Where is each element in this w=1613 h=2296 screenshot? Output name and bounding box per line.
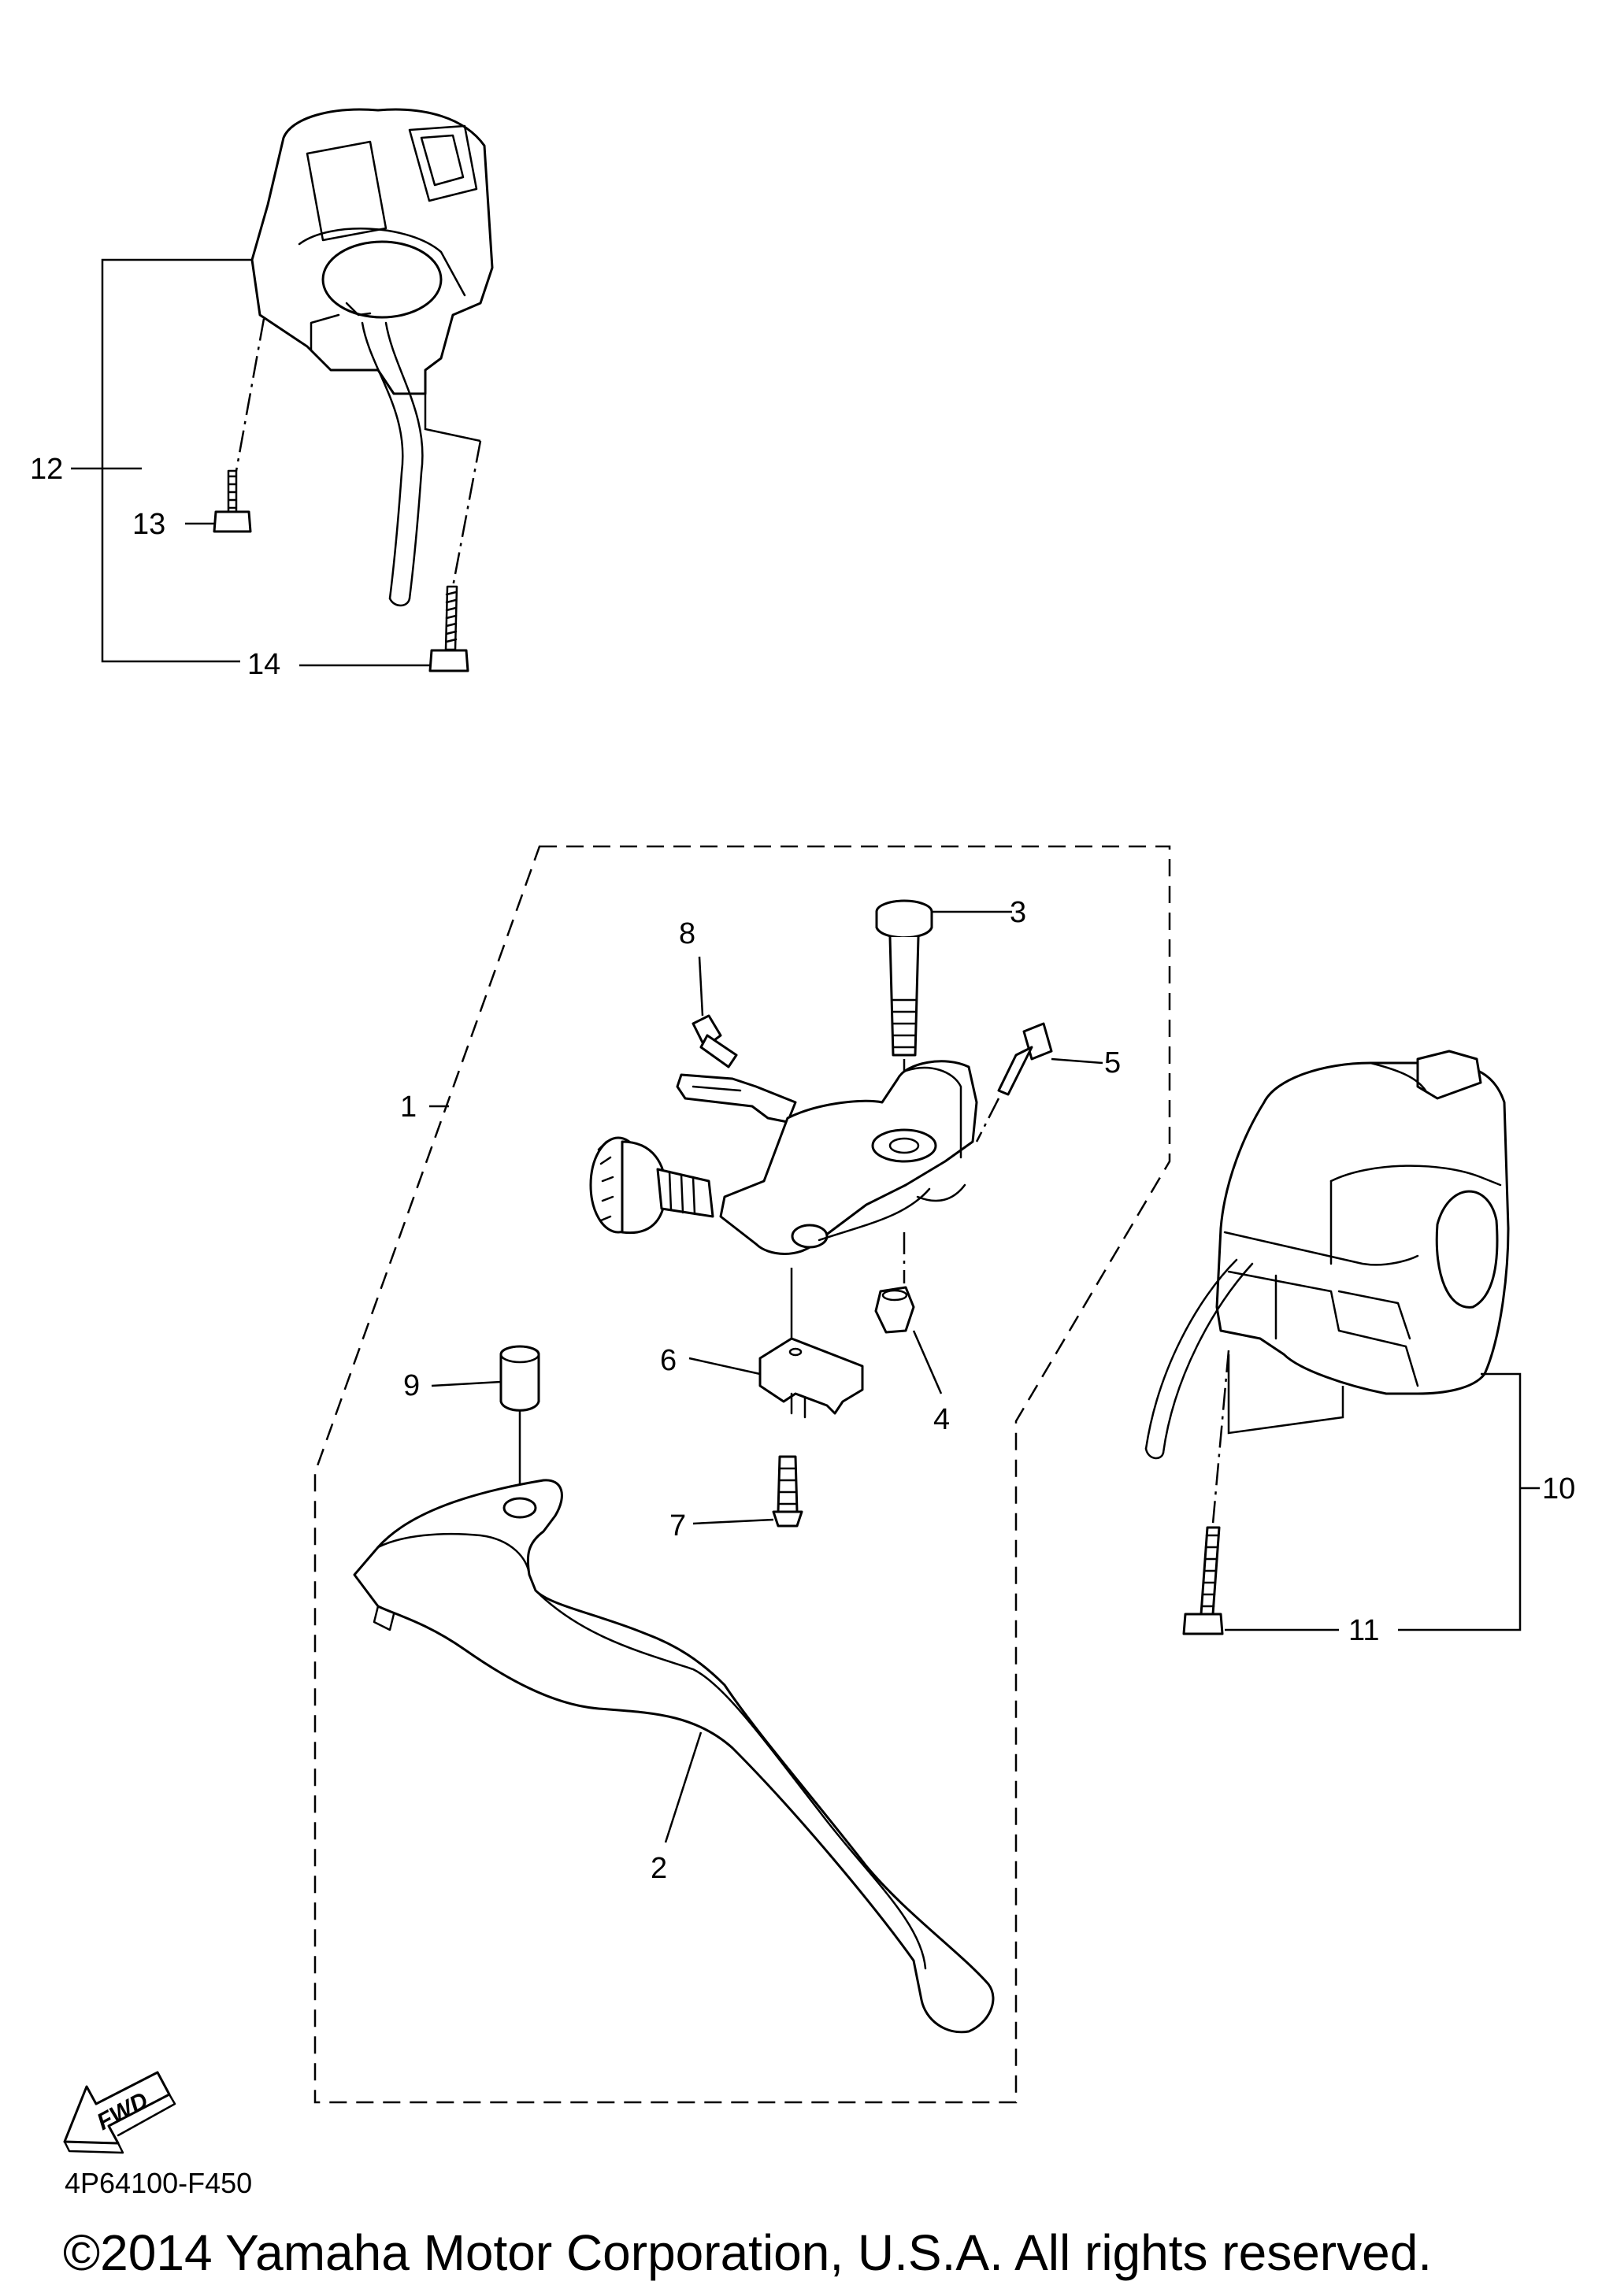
callout-10: 10 xyxy=(1542,1472,1575,1505)
left-handlebar-switch xyxy=(213,108,494,672)
fwd-arrow-icon: FWD xyxy=(63,2071,176,2154)
callout-6: 6 xyxy=(660,1344,677,1377)
assembly-boundary-1 xyxy=(313,845,1171,2104)
callout-bracket-12: 12 13 14 xyxy=(30,258,430,681)
copyright-notice: ©2014 Yamaha Motor Corporation, U.S.A. A… xyxy=(63,2224,1433,2281)
lever-holder xyxy=(589,1060,978,1255)
callout-1: 1 xyxy=(400,1091,417,1124)
callout-14: 14 xyxy=(247,648,280,681)
callout-4: 4 xyxy=(933,1403,950,1436)
callout-7: 7 xyxy=(669,1509,686,1542)
callout-8: 8 xyxy=(679,917,695,950)
callout-3: 3 xyxy=(1010,896,1026,929)
collar-9: 9 xyxy=(403,1345,540,1484)
callout-13: 13 xyxy=(132,508,165,541)
callout-2: 2 xyxy=(651,1852,667,1885)
callout-5: 5 xyxy=(1104,1046,1121,1079)
callout-9: 9 xyxy=(403,1369,420,1402)
screw-8: 8 xyxy=(679,917,738,1068)
nut-4: 4 xyxy=(874,1232,950,1436)
diagram-code: 4P64100-F450 xyxy=(65,2167,253,2199)
pivot-bolt-3: 3 xyxy=(875,896,1026,1118)
callout-bracket-10: 10 11 xyxy=(1225,1372,1575,1647)
callout-11: 11 xyxy=(1348,1614,1379,1647)
right-handlebar-switch xyxy=(1144,1050,1510,1635)
switch-6: 6 xyxy=(660,1268,864,1419)
bolt-5: 5 xyxy=(975,1022,1121,1142)
screw-7: 7 xyxy=(669,1455,803,1542)
callout-group-1: 1 xyxy=(400,1091,449,1124)
callout-12: 12 xyxy=(30,453,63,486)
lever-2: 2 xyxy=(353,1479,995,2034)
